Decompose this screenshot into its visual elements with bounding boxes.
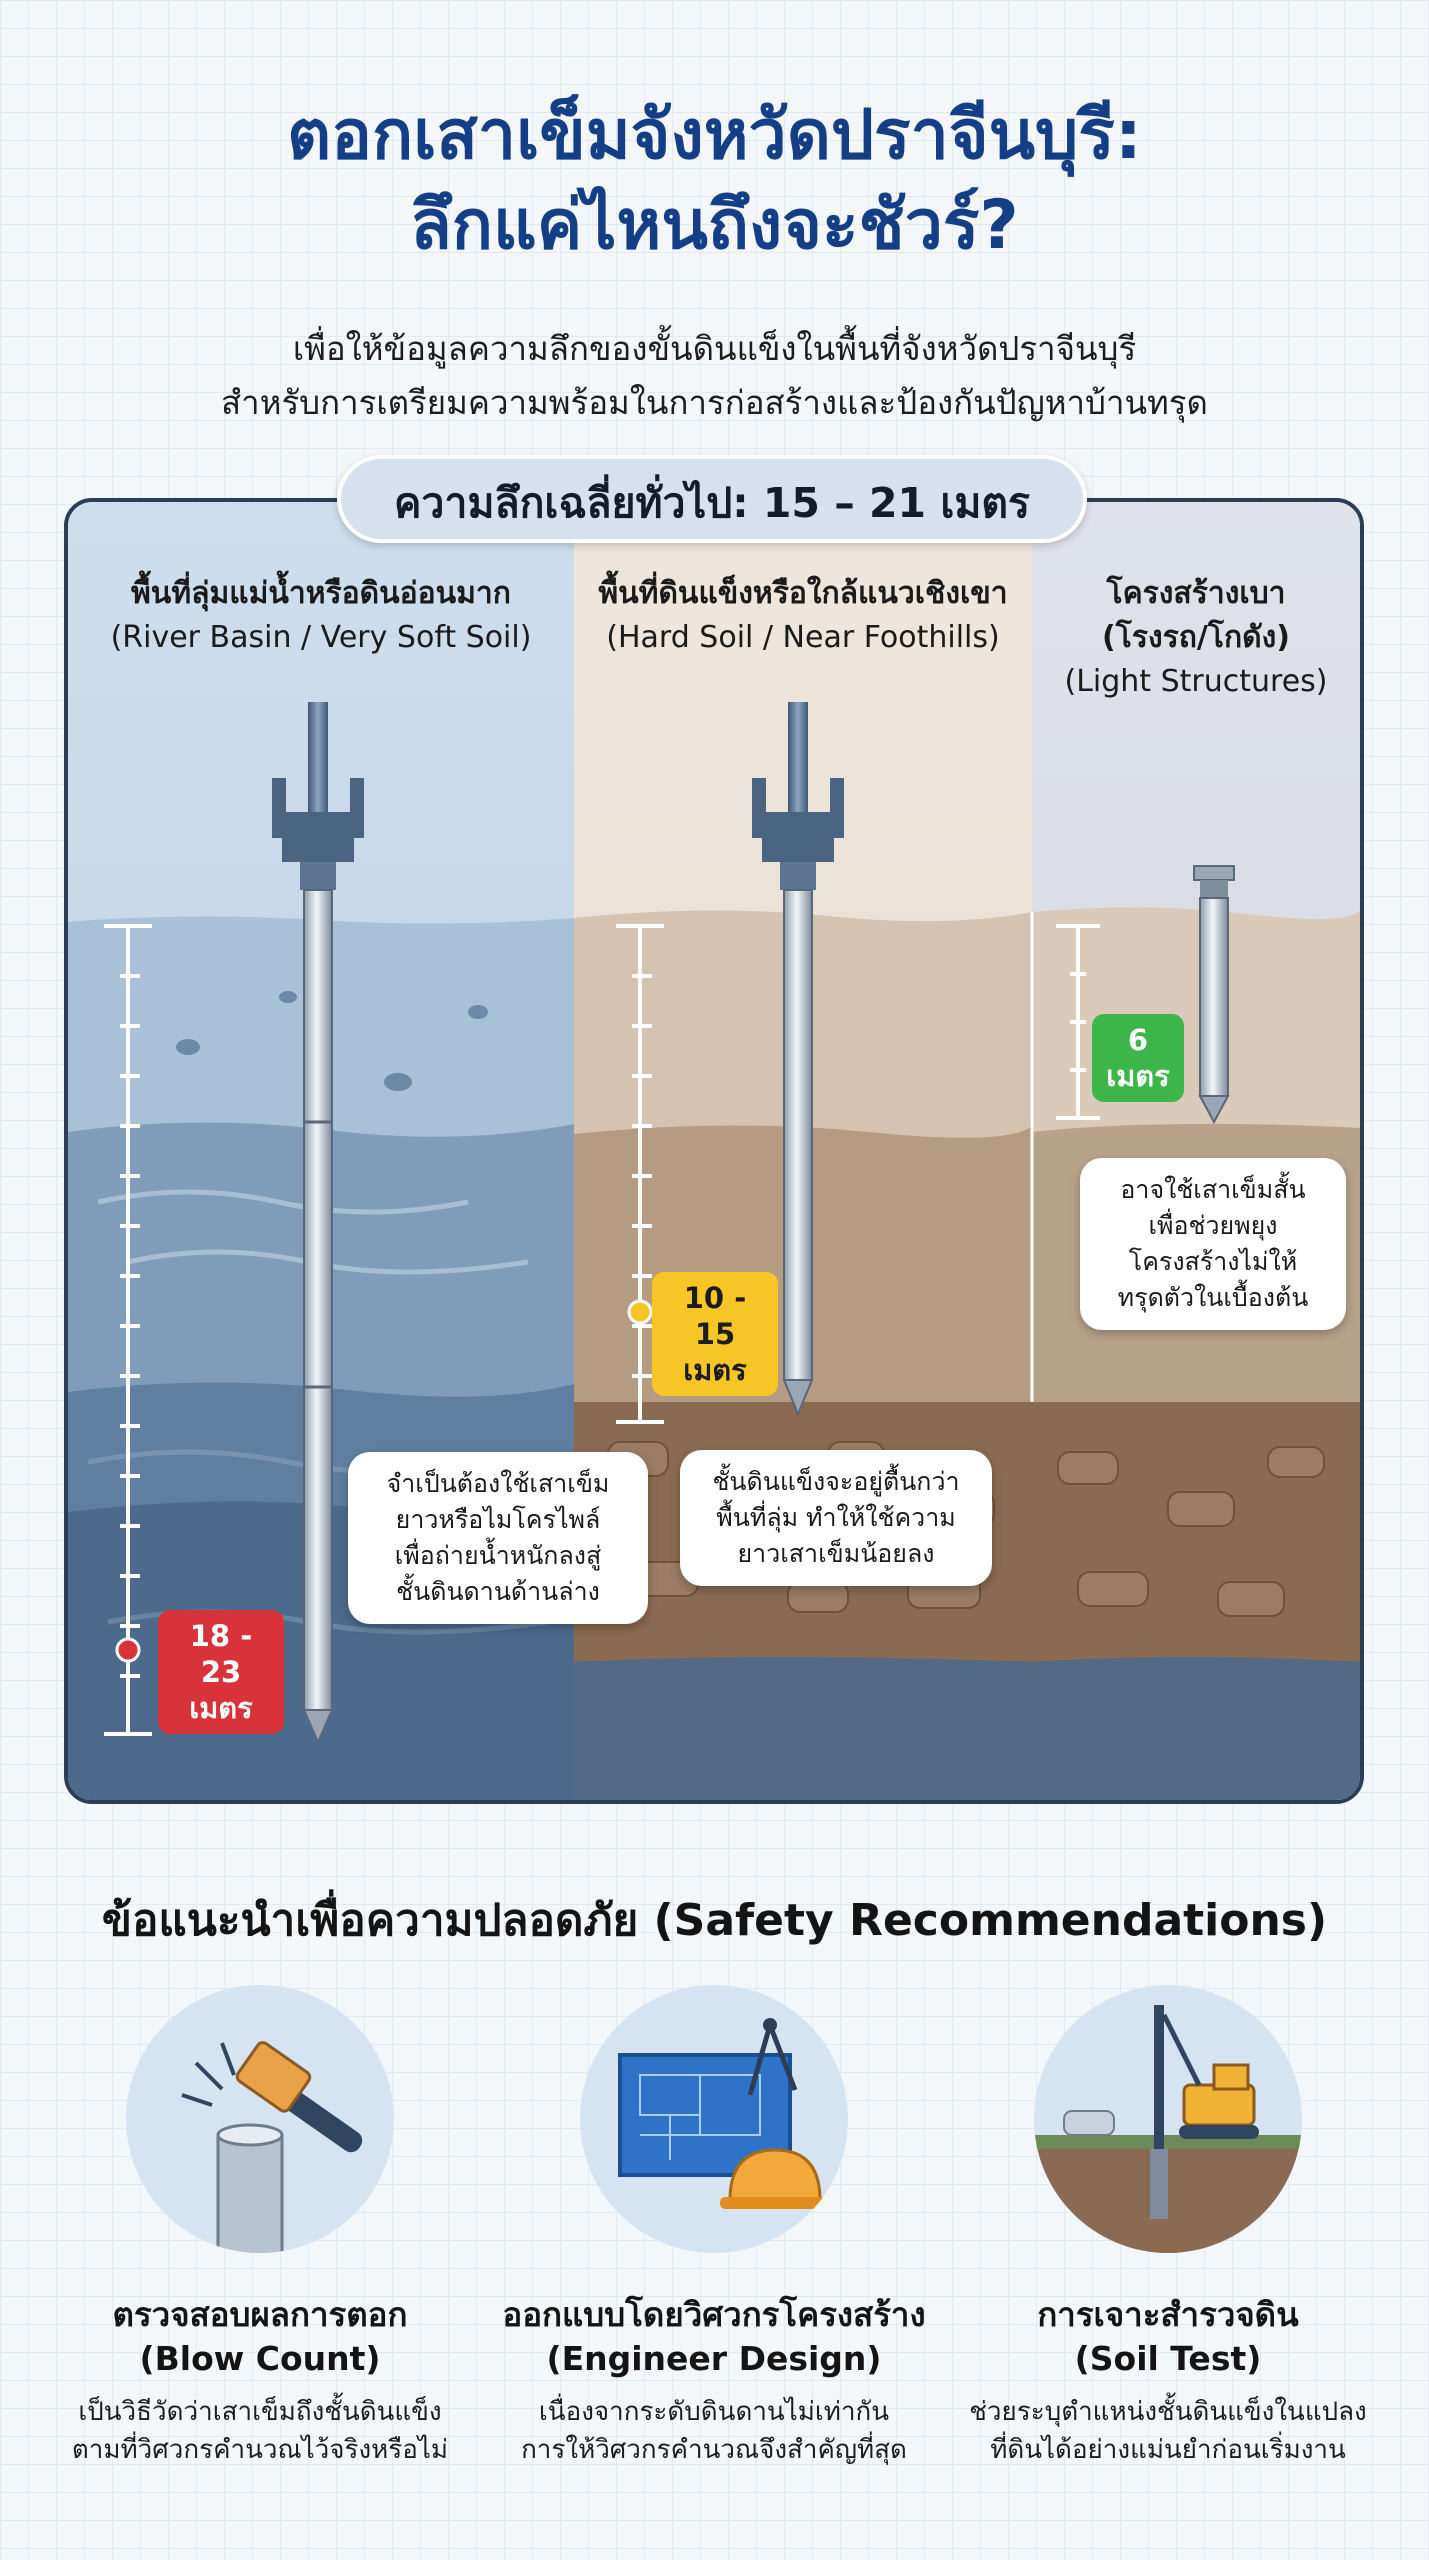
recommendations-title: ข้อแนะนำเพื่อความปลอดภัย (Safety Recomme… [101,1895,1328,1946]
column-title-th: พื้นที่ดินแข็งหรือใกล้แนวเชิงเขา [598,576,1008,611]
rec-desc-line-1: เนื่องจากระดับดินดานไม่เท่ากัน [538,2397,890,2427]
page-title-line-2: ลึกแค่ไหนถึงจะชัวร์? [410,186,1019,265]
column-title-en: (Light Structures) [1064,664,1328,699]
soil-depth-diagram: พื้นที่ลุ่มแม่น้ำหรือดินอ่อนมาก (River B… [64,498,1364,1804]
rec-desc-line-2: การให้วิศวกรคำนวณจึงสำคัญที่สุด [521,2435,907,2465]
column-heading-hard-soil: พื้นที่ดินแข็งหรือใกล้แนวเชิงเขา (Hard S… [574,572,1032,660]
rec-desc-line-1: เป็นวิธีวัดว่าเสาเข็มถึงชั้นดินแข็ง [78,2397,442,2427]
callout-hard-soil: ชั้นดินแข็งจะอยู่ตื้นกว่า พื้นที่ลุ่ม ทำ… [680,1450,992,1586]
depth-badge-hard-soil: 10 - 15 เมตร [652,1272,778,1396]
callout-line: ชั้นดินแข็งจะอยู่ตื้นกว่า [712,1467,960,1496]
rec-desc-line-1: ช่วยระบุตำแหน่งชั้นดินแข็งในแปลง [969,2397,1367,2427]
depth-ruler-light [1056,924,1100,1120]
column-title-en: (River Basin / Very Soft Soil) [110,620,532,655]
pile-soft-soil [272,702,364,1745]
column-title-en: (Hard Soil / Near Foothills) [606,620,1000,655]
pile-hard-soil [752,702,844,1417]
callout-line: ทรุดตัวในเบื้องต้น [1117,1283,1309,1312]
rec-heading-en: (Engineer Design) [546,2339,882,2378]
blueprint-icon [580,1985,848,2253]
recommendation-soil-test: การเจาะสำรวจดิน (Soil Test) ช่วยระบุตำแห… [948,1985,1388,2469]
column-title-th-2: (โรงรถ/โกดัง) [1102,620,1290,655]
rec-desc-line-2: ตามที่วิศวกรคำนวณไว้จริงหรือไม่ [71,2435,449,2465]
callout-soft-soil: จำเป็นต้องใช้เสาเข็ม ยาวหรือไมโครไพล์ เพ… [348,1452,648,1624]
badge-range: 18 - 23 [189,1619,253,1689]
badge-unit: เมตร [683,1353,747,1387]
callout-line: อาจใช้เสาเข็มสั้น [1120,1175,1306,1204]
depth-badge-soft-soil: 18 - 23 เมตร [158,1610,284,1734]
callout-line: พื้นที่ลุ่ม ทำให้ใช้ความ [716,1503,956,1532]
callout-line: ชั้นดินดานด้านล่าง [396,1577,600,1606]
subtitle-line-1: เพื่อให้ข้อมูลความลึกของขั้นดินแข็งในพื้… [292,329,1137,368]
column-title-th: พื้นที่ลุ่มแม่น้ำหรือดินอ่อนมาก [131,576,511,611]
recommendation-blow-count: ตรวจสอบผลการตอก (Blow Count) เป็นวิธีวัด… [40,1985,480,2469]
badge-unit: เมตร [1106,1059,1170,1093]
rec-heading-th: ออกแบบโดยวิศวกรโครงสร้าง [502,2295,926,2334]
recommendation-engineer-design: ออกแบบโดยวิศวกรโครงสร้าง (Engineer Desig… [494,1985,934,2469]
callout-line: ยาวหรือไมโครไพล์ [395,1505,601,1534]
column-heading-light-structure: โครงสร้างเบา (โรงรถ/โกดัง) (Light Struct… [1032,572,1360,704]
depth-ruler-soft [104,924,152,1736]
callout-line: โครงสร้างไม่ให้ [1128,1247,1298,1276]
pile-light-structure [1193,865,1235,1125]
rec-desc-line-2: ที่ดินได้อย่างแม่นยำก่อนเริ่มงาน [990,2435,1346,2465]
badge-unit: เมตร [189,1691,253,1725]
column-heading-soft-soil: พื้นที่ลุ่มแม่น้ำหรือดินอ่อนมาก (River B… [68,572,574,660]
drill-rig-icon [1034,1985,1302,2253]
badge-range: 10 - 15 [683,1281,747,1351]
rec-heading-en: (Soil Test) [1074,2339,1262,2378]
callout-line: เพื่อถ่ายน้ำหนักลงสู่ [394,1541,602,1570]
average-depth-pill: ความลึกเฉลี่ยทั่วไป: 15 – 21 เมตร [337,455,1087,543]
depth-ruler-hard [616,924,664,1424]
rec-heading-en: (Blow Count) [139,2339,381,2378]
depth-badge-light-structure: 6 เมตร [1092,1014,1184,1102]
page-title-line-1: ตอกเสาเข็มจังหวัดปราจีนบุรี: [287,96,1142,175]
rec-heading-th: ตรวจสอบผลการตอก [112,2295,408,2334]
callout-line: ยาวเสาเข็มน้อยลง [737,1539,935,1568]
callout-line: จำเป็นต้องใช้เสาเข็ม [386,1469,610,1498]
badge-range: 6 [1127,1023,1149,1057]
callout-light-structure: อาจใช้เสาเข็มสั้น เพื่อช่วยพยุง โครงสร้า… [1080,1158,1346,1330]
rec-heading-th: การเจาะสำรวจดิน [1037,2295,1299,2334]
subtitle-line-2: สำหรับการเตรียมความพร้อมในการก่อสร้างและ… [221,383,1208,422]
hammer-icon [126,1985,394,2253]
callout-line: เพื่อช่วยพยุง [1148,1211,1278,1240]
column-title-th-1: โครงสร้างเบา [1106,576,1286,611]
